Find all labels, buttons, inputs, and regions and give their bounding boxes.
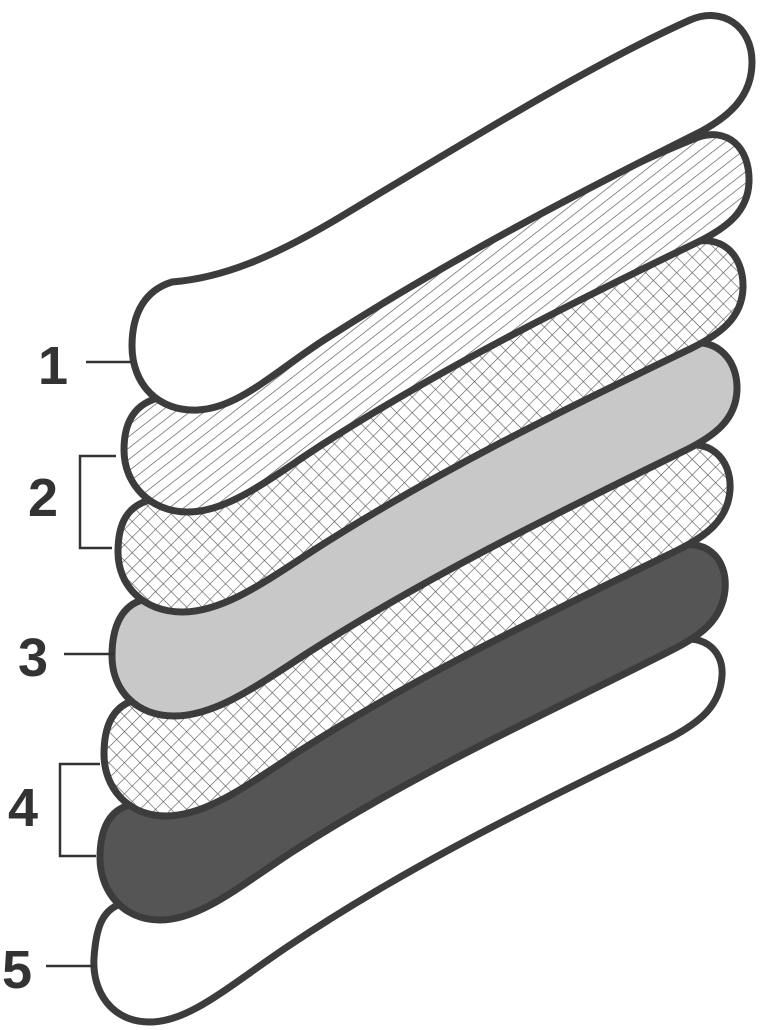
label-3-group: 3	[18, 628, 114, 688]
label-4-bracket	[58, 762, 100, 858]
label-5-group: 5	[2, 940, 94, 1000]
label-4: 4	[8, 778, 38, 838]
label-4-group: 4	[8, 762, 100, 858]
layer-1-band	[128, 12, 756, 414]
label-5: 5	[2, 940, 32, 1000]
label-3: 3	[18, 628, 48, 688]
label-1-group: 1	[38, 336, 132, 396]
label-2: 2	[28, 468, 58, 528]
label-2-bracket	[78, 454, 116, 550]
label-1: 1	[38, 336, 68, 396]
label-2-group: 2	[28, 454, 116, 550]
